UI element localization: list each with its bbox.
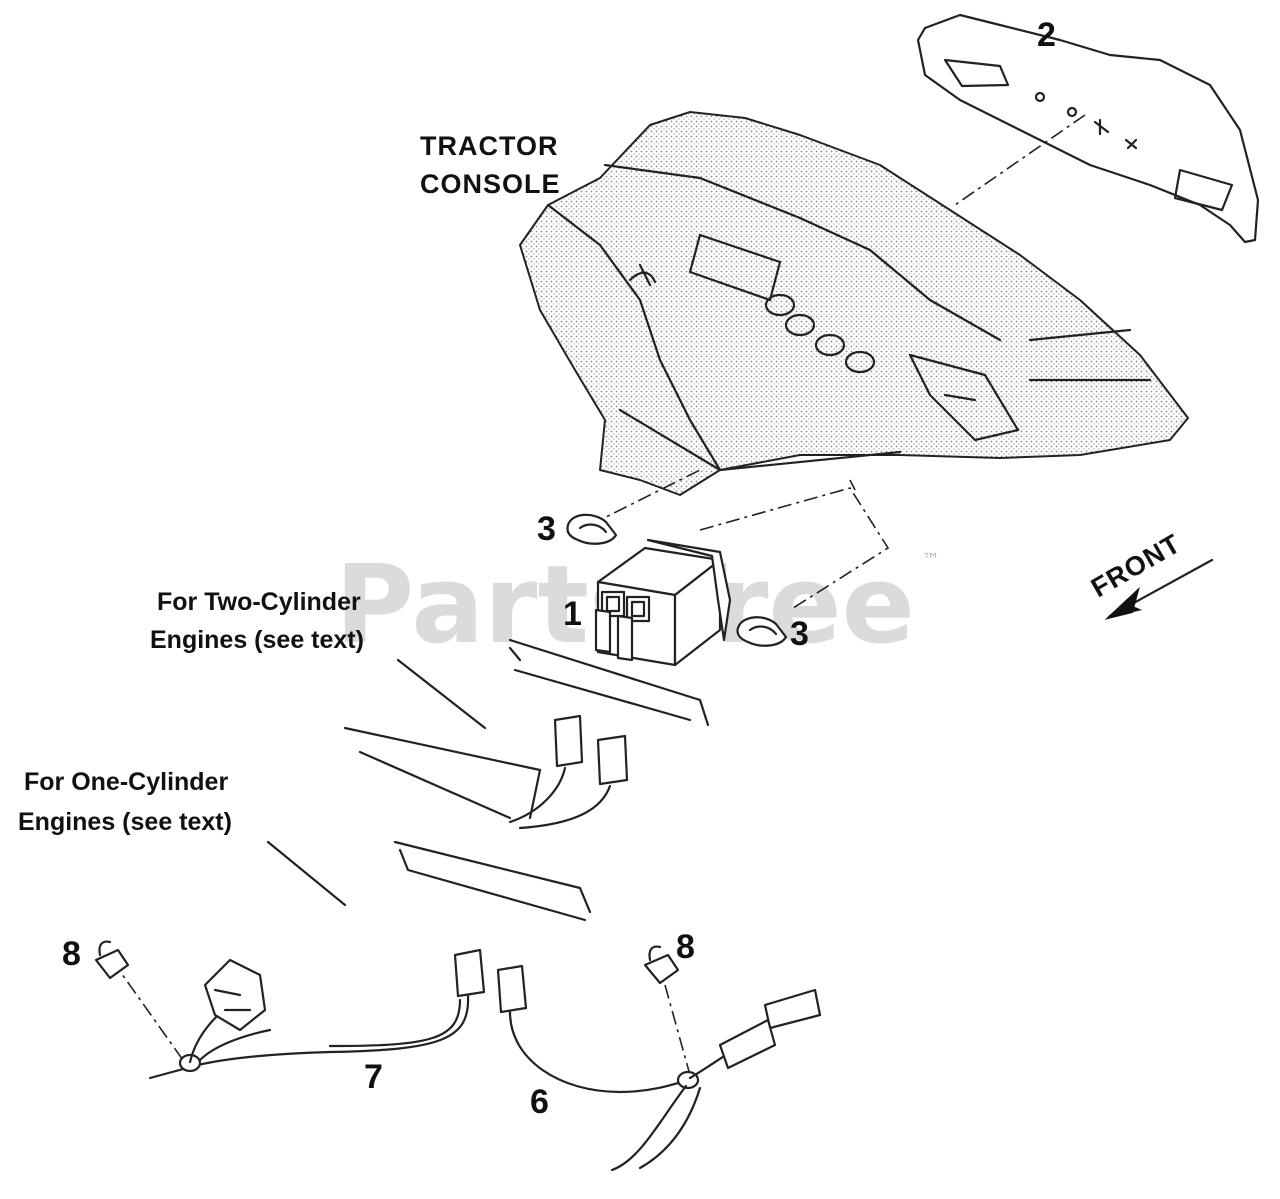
label-two-cyl-line2: Engines (see text)	[150, 626, 364, 654]
label-one-cyl-line1: For One-Cylinder	[24, 768, 228, 796]
label-tractor-line2: CONSOLE	[420, 169, 561, 199]
callout-8-left: 8	[62, 935, 81, 973]
one-cylinder-harness	[266, 840, 592, 922]
label-two-cyl-line1: For Two-Cylinder	[157, 588, 361, 616]
callouts: 2 3 3 1 8 8 7 6	[62, 16, 1056, 1121]
callout-2: 2	[1037, 16, 1056, 54]
watermark-trademark: ™	[922, 550, 940, 571]
wire-6	[496, 964, 822, 1172]
callout-3-right: 3	[790, 615, 809, 653]
clip-8-right	[643, 945, 680, 985]
wire-7	[148, 948, 486, 1080]
front-indicator	[1104, 558, 1214, 620]
clip-8-left	[94, 940, 130, 980]
label-tractor-line1: TRACTOR	[420, 131, 559, 161]
assembly-lines	[111, 114, 1086, 1076]
callout-1: 1	[563, 595, 582, 633]
callout-7: 7	[364, 1058, 383, 1096]
clip-right	[736, 616, 788, 647]
clip-left	[566, 513, 618, 545]
callout-8-right: 8	[676, 928, 695, 966]
two-cylinder-harness	[343, 638, 710, 830]
callout-3-left: 3	[537, 510, 556, 548]
switch-module	[594, 538, 732, 667]
tractor-console	[519, 111, 1189, 496]
label-one-cyl-line2: Engines (see text)	[18, 808, 232, 836]
callout-6: 6	[530, 1083, 549, 1121]
decal-plate	[916, 13, 1260, 244]
